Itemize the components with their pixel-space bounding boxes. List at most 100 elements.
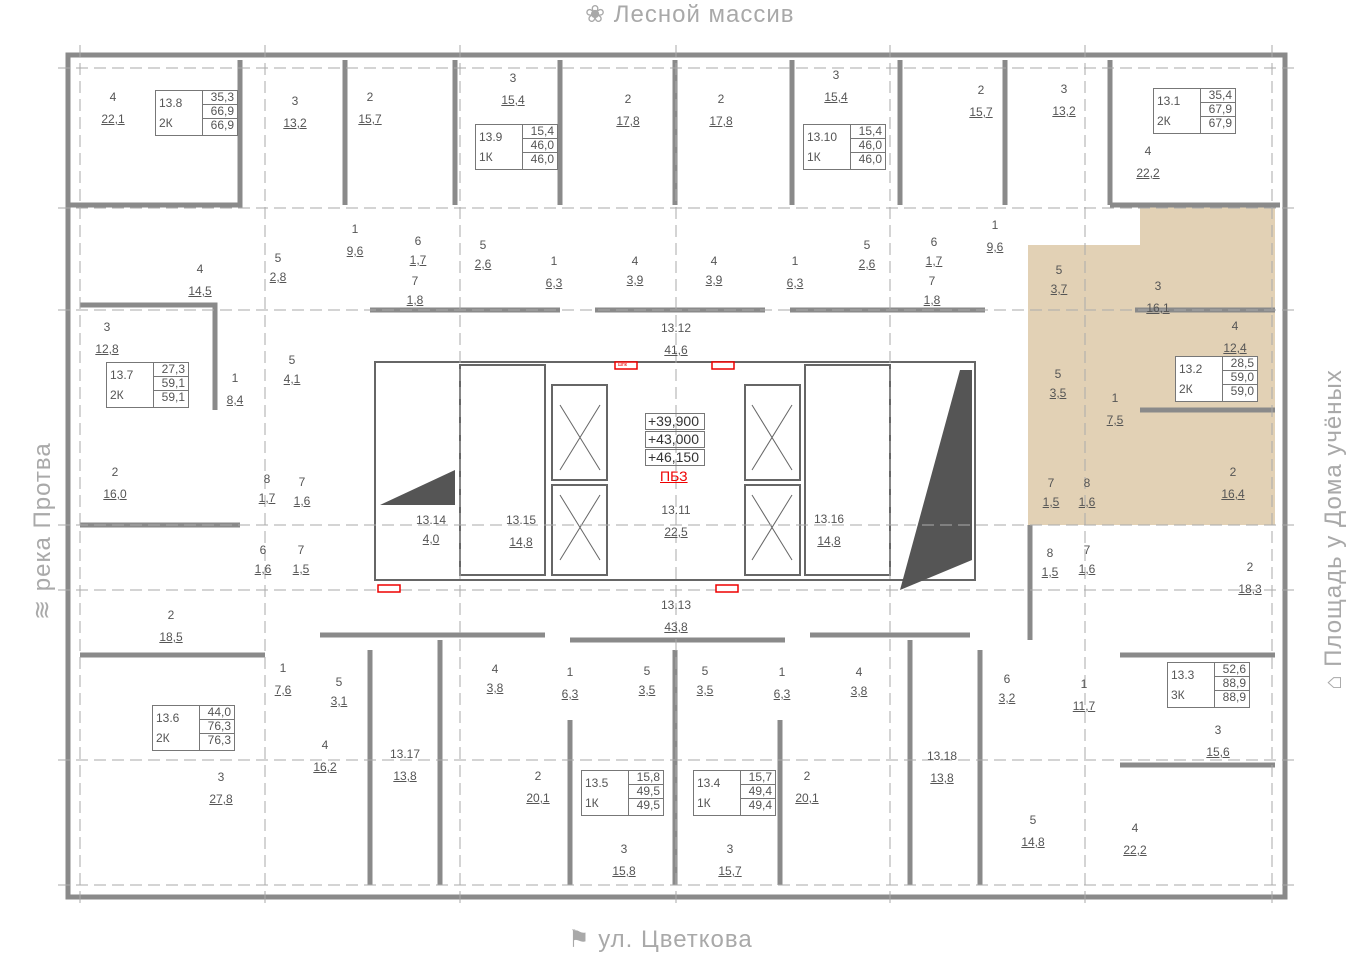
room-number: 1 [231,371,239,385]
shaft-fill [900,370,972,590]
total-area: 76,3 [200,720,234,734]
room-number: 13.17 [389,747,421,761]
compass-south: ⚑ ул. Цветкова [568,925,753,954]
apartment-type: 3К [1171,688,1185,702]
total-area-with-balcony: 46,0 [530,152,554,166]
room-number: 4 [710,254,718,268]
room-area: 3,5 [1049,386,1067,400]
apartment-type: 1К [585,796,599,810]
room-number: 6 [259,543,267,557]
room-area: 11,7 [1072,699,1096,713]
room-area: 15,4 [501,93,525,107]
room-area: 14,8 [817,534,841,548]
living-area: 27,3 [154,363,188,377]
room-number: 7 [928,274,936,288]
room-area: 2,6 [474,257,492,271]
room-number: 6 [1003,672,1011,686]
shk-markers [377,361,739,593]
room-number: 8 [1083,476,1091,490]
total-area: 46,0 [523,139,557,153]
room-number: 8 [263,472,271,486]
room-number: 3 [291,94,299,108]
room-area: 16,4 [1221,487,1245,501]
room-number: 1 [550,254,558,268]
room-area: 15,4 [824,90,848,104]
total-area: 67,9 [1201,103,1235,117]
waves-icon: ≋ [29,598,56,620]
room-number: 2 [111,465,119,479]
living-area: 15,7 [741,771,775,785]
room-number: 13.15 [505,513,537,527]
room-number: 6 [930,235,938,249]
room-area: 13,8 [393,769,417,783]
room-area: 1,8 [406,293,424,307]
room-area: 2,6 [858,257,876,271]
room-number: 1 [279,661,287,675]
total-area-with-balcony: 46,0 [858,152,882,166]
room-area: 1,6 [293,494,311,508]
apartment-type: 2К [159,116,173,130]
total-area: 49,4 [741,785,775,799]
room-area: 43,8 [664,620,688,634]
room-area: 27,8 [209,792,233,806]
living-area: 15,4 [523,125,557,139]
apartment-type: 2К [1157,114,1171,128]
total-area-with-balcony: 66,9 [210,118,234,132]
room-area: 7,5 [1106,413,1124,427]
room-number: 13.18 [926,749,958,763]
apartment-type: 2К [1179,382,1193,396]
room-number: 3 [1060,82,1068,96]
highlighted-apartment-13-2[interactable] [1028,205,1275,525]
room-area: 14,5 [188,284,212,298]
room-area: 1,6 [1078,562,1096,576]
room-area: 1,7 [409,253,427,267]
room-area: 6,3 [786,276,804,290]
total-area: 46,0 [851,139,885,153]
room-area: 13,2 [1052,104,1076,118]
room-number: 4 [631,254,639,268]
room-area: 3,5 [696,683,714,697]
room-number: 5 [643,664,651,678]
apartment-id: 13.9 [479,130,503,144]
room-area: 4,1 [283,372,301,386]
room-number: 2 [803,769,811,783]
total-area-with-balcony: 76,3 [207,733,231,747]
room-area: 1,7 [258,491,276,505]
living-area: 15,4 [851,125,885,139]
walls [65,52,1288,900]
room-number: 8 [1046,546,1054,560]
room-number: 4 [491,662,499,676]
pbz-label: ПБЗ [660,468,688,484]
